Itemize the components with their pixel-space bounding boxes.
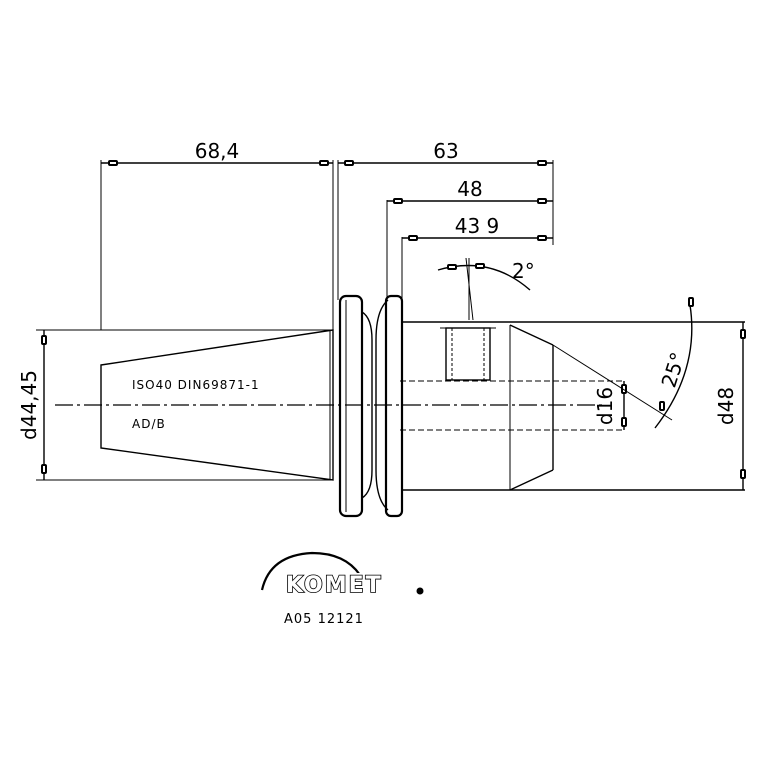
dimension-d48: d48 [714,322,746,490]
dimension-68-4: 68,4 [100,139,334,330]
angle-2-indicator: 2° [437,257,535,321]
komet-logo: KOMET [260,551,424,599]
dim-43-9-text: 43 9 [455,214,500,238]
dimension-d44-45: d44,45 [17,329,333,481]
standard-label: ISO40 DIN69871-1 [132,378,260,392]
tool-body [100,294,745,518]
dia-bore-text: d16 [593,387,617,425]
dim-63-text: 63 [433,139,458,163]
angle-2-text: 2° [512,259,535,283]
dim-68-4-text: 68,4 [195,139,240,163]
angle-25-indicator: 25° [552,297,694,429]
brand-code: A05 12121 [284,612,364,627]
angle-25-text: 25° [656,349,690,390]
dimension-43-9: 43 9 [401,214,553,320]
form-label: AD/B [132,417,166,431]
dimension-d16: d16 [593,381,627,430]
dimension-63: 63 [337,139,554,300]
dia-left-text: d44,45 [17,370,41,440]
dia-right-text: d48 [714,387,738,425]
brand-name: KOMET [286,573,383,598]
dimension-48: 48 [386,177,553,300]
dim-48-text: 48 [457,177,482,201]
